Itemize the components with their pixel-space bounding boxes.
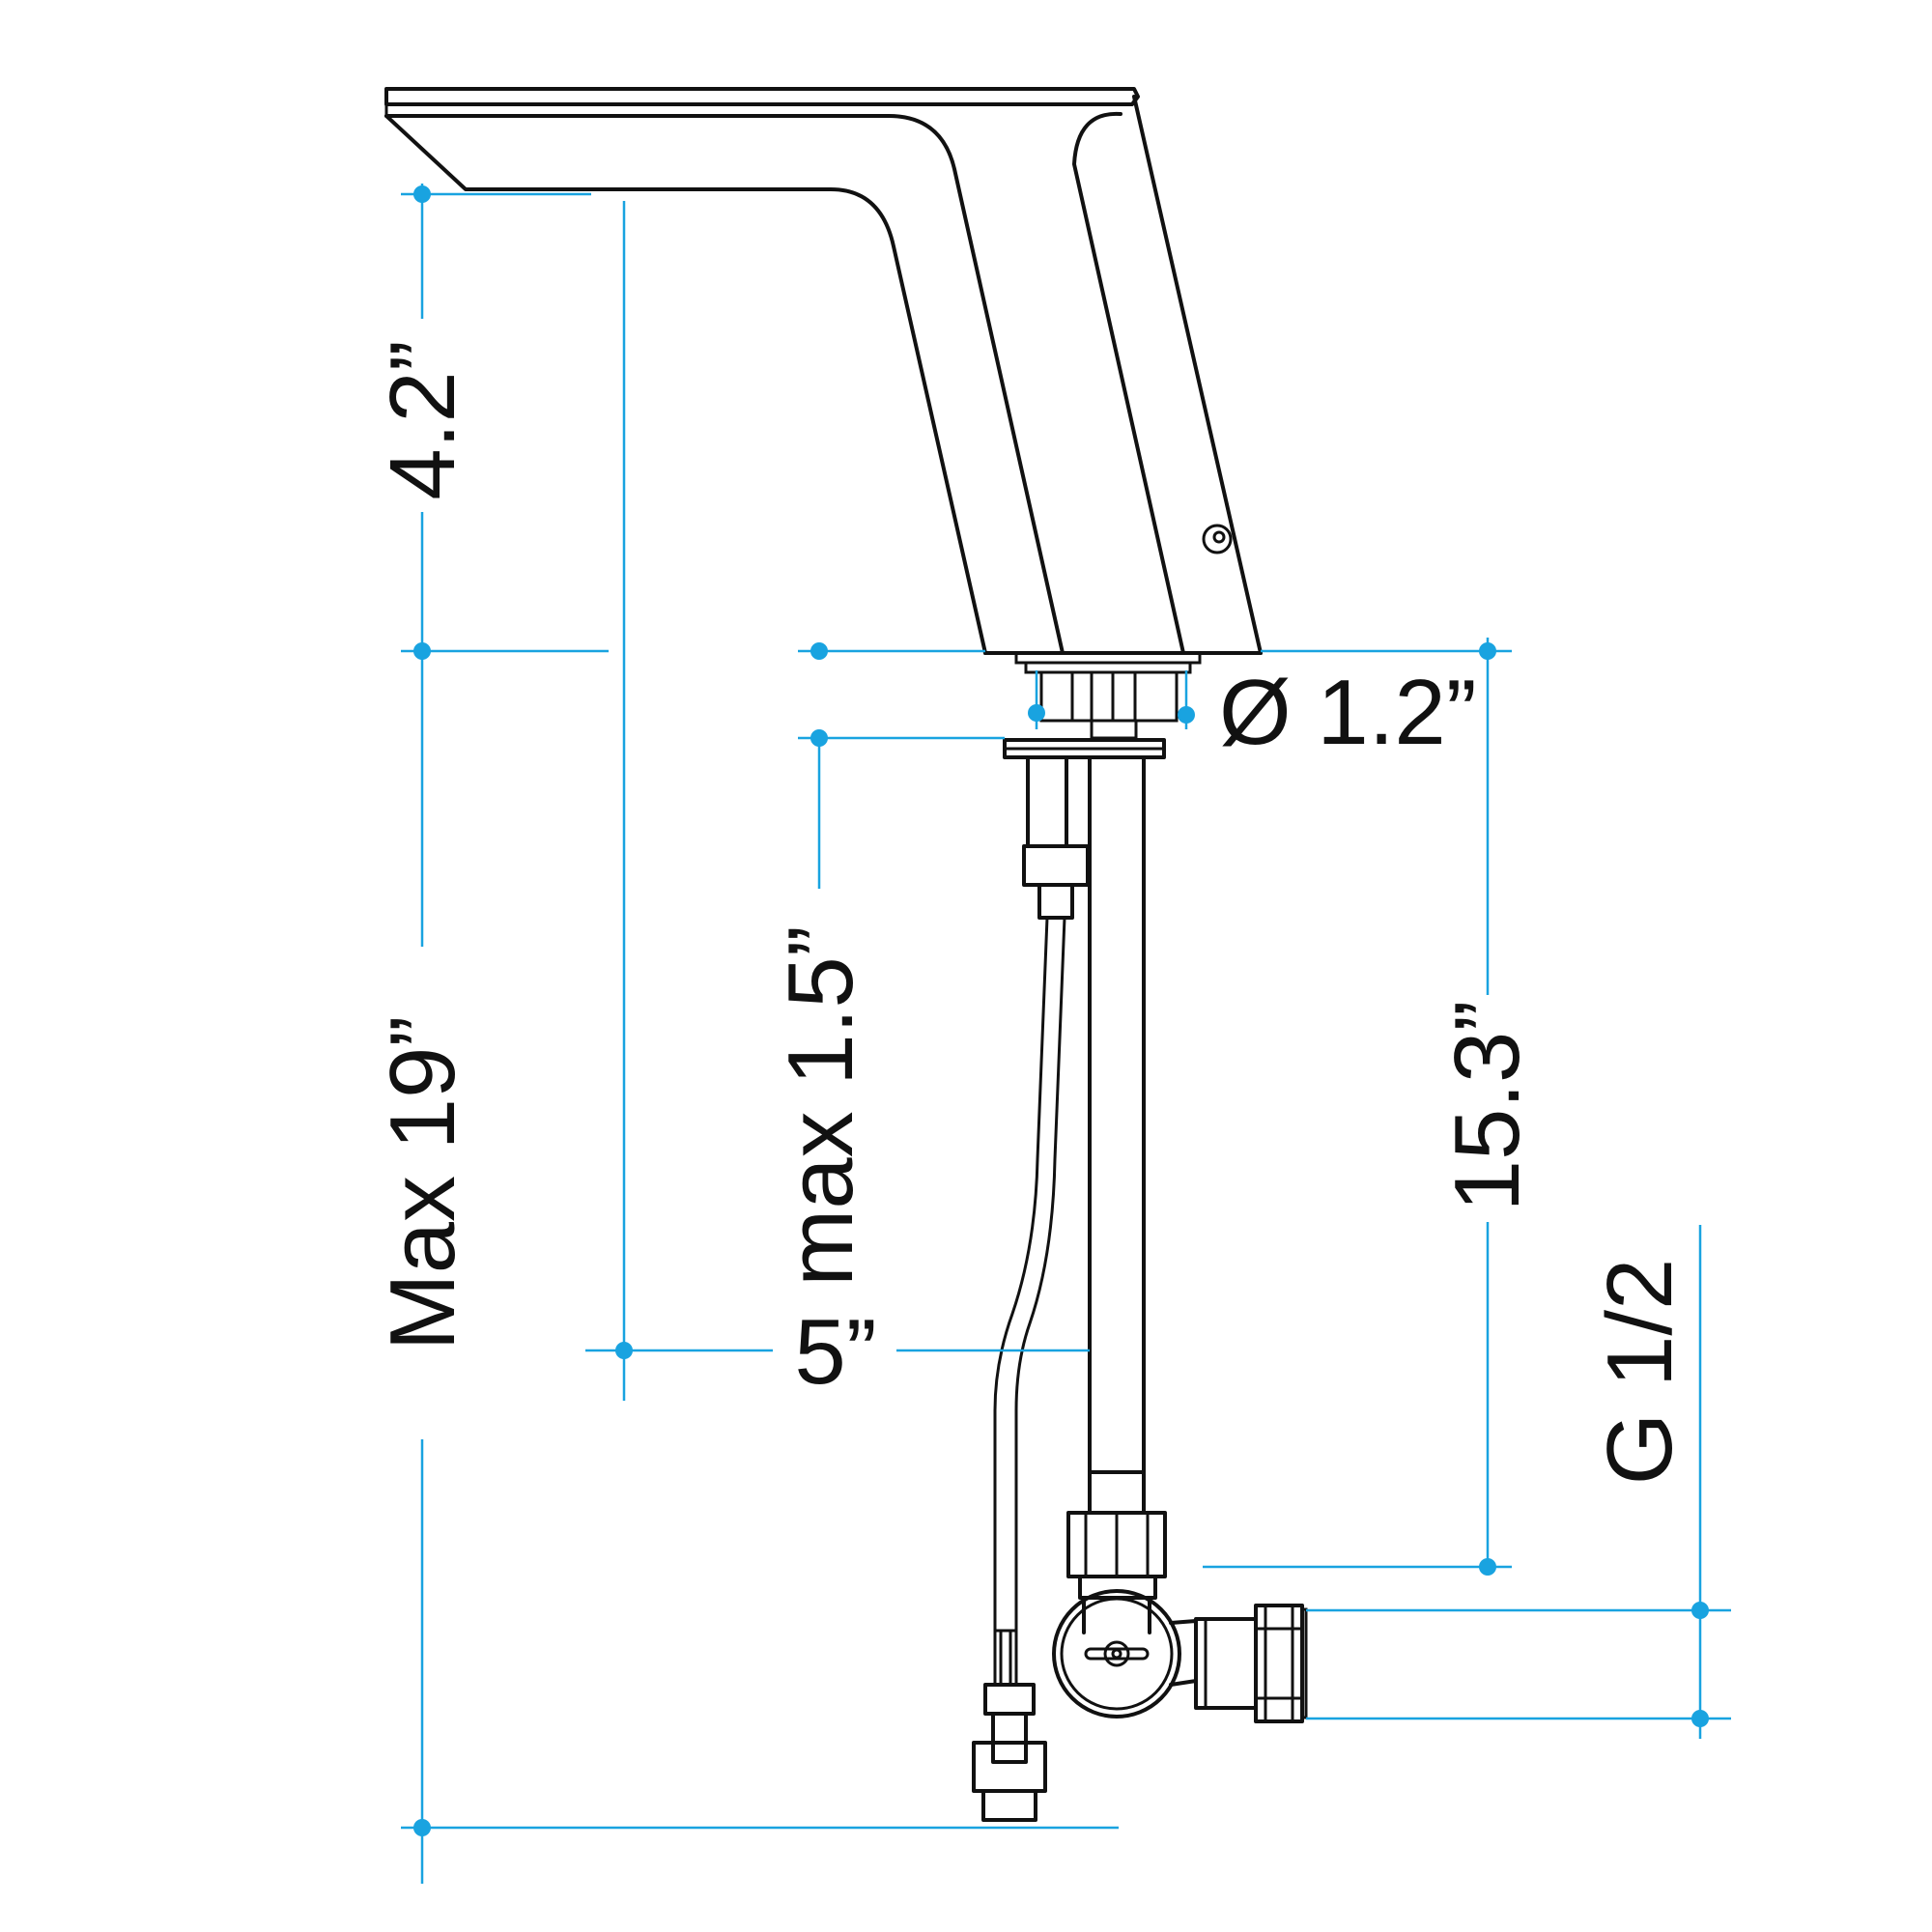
mounting-hardware <box>1003 651 1202 759</box>
dimension-point <box>1479 1558 1496 1576</box>
faucet-body <box>384 87 1263 655</box>
dimension-label-hose-length: 15.3” <box>1435 1001 1539 1212</box>
dimension-point <box>413 185 431 203</box>
dimension-point <box>413 1819 431 1836</box>
dimension-label-spout-height: 4.2” <box>371 340 474 499</box>
dimension-point <box>810 729 828 747</box>
dimension-point <box>1479 642 1496 660</box>
sensor-cable <box>972 755 1090 1822</box>
dimension-lines <box>401 184 1731 1884</box>
dimension-label-deck-thickness: max 1.5” <box>769 925 872 1286</box>
dimension-point <box>413 642 431 660</box>
dimension-label-max-height: Max 19” <box>371 1016 474 1351</box>
dimension-point <box>1028 704 1045 722</box>
dimension-label-thread: G 1/2 <box>1588 1259 1691 1486</box>
dimension-point <box>615 1342 633 1359</box>
dimension-point <box>1691 1710 1709 1727</box>
dimension-point <box>810 642 828 660</box>
angle-valve <box>1052 1589 1308 1723</box>
dimension-label-projection: 5” <box>794 1300 876 1404</box>
dimension-point <box>1178 706 1195 724</box>
dimension-label-diameter: Ø 1.2” <box>1219 661 1477 764</box>
dimension-point <box>1691 1602 1709 1619</box>
supply-hose <box>1066 755 1167 1600</box>
